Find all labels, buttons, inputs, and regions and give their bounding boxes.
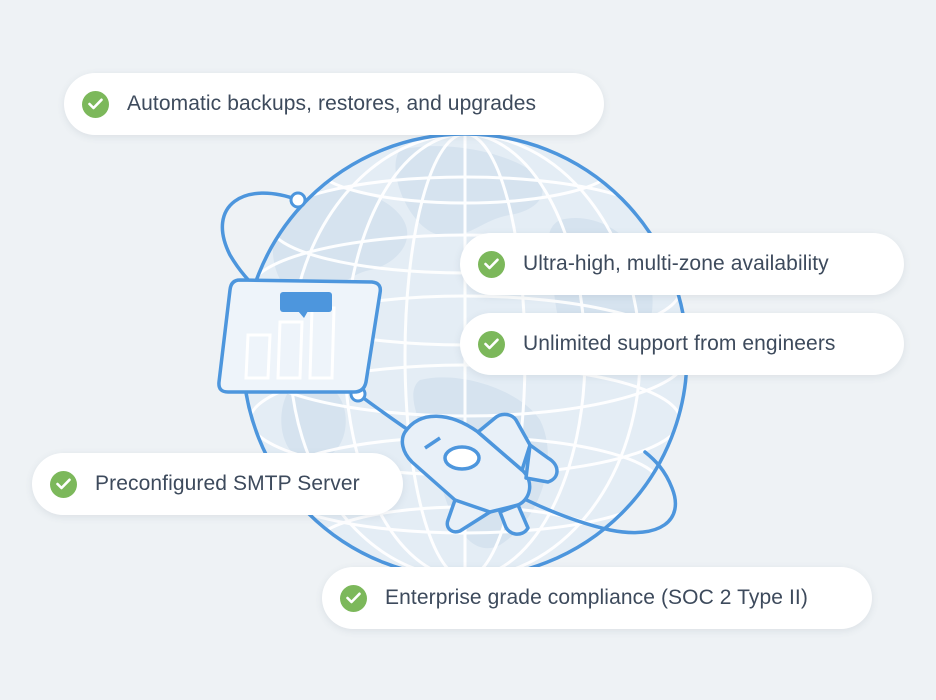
- orbit-node-top: [289, 191, 307, 209]
- dashboard-chart-icon: [217, 278, 383, 394]
- feature-pill-backups: Automatic backups, restores, and upgrade…: [64, 73, 604, 135]
- check-circle-icon: [82, 90, 109, 118]
- feature-pill-support: Unlimited support from engineers: [460, 313, 904, 375]
- rocket-icon: [400, 412, 559, 536]
- feature-label: Enterprise grade compliance (SOC 2 Type …: [385, 586, 808, 609]
- check-circle-icon: [478, 330, 505, 358]
- feature-label: Automatic backups, restores, and upgrade…: [127, 92, 537, 115]
- feature-label: Unlimited support from engineers: [523, 332, 836, 355]
- feature-pill-smtp: Preconfigured SMTP Server: [32, 453, 403, 515]
- check-circle-icon: [478, 250, 505, 278]
- feature-label: Preconfigured SMTP Server: [95, 472, 360, 495]
- feature-pill-availability: Ultra-high, multi-zone availability: [460, 233, 904, 295]
- check-circle-icon: [50, 470, 77, 498]
- speech-bubble-icon: [280, 292, 332, 318]
- feature-pill-compliance: Enterprise grade compliance (SOC 2 Type …: [322, 567, 872, 629]
- check-circle-icon: [340, 584, 367, 612]
- feature-label: Ultra-high, multi-zone availability: [523, 252, 829, 275]
